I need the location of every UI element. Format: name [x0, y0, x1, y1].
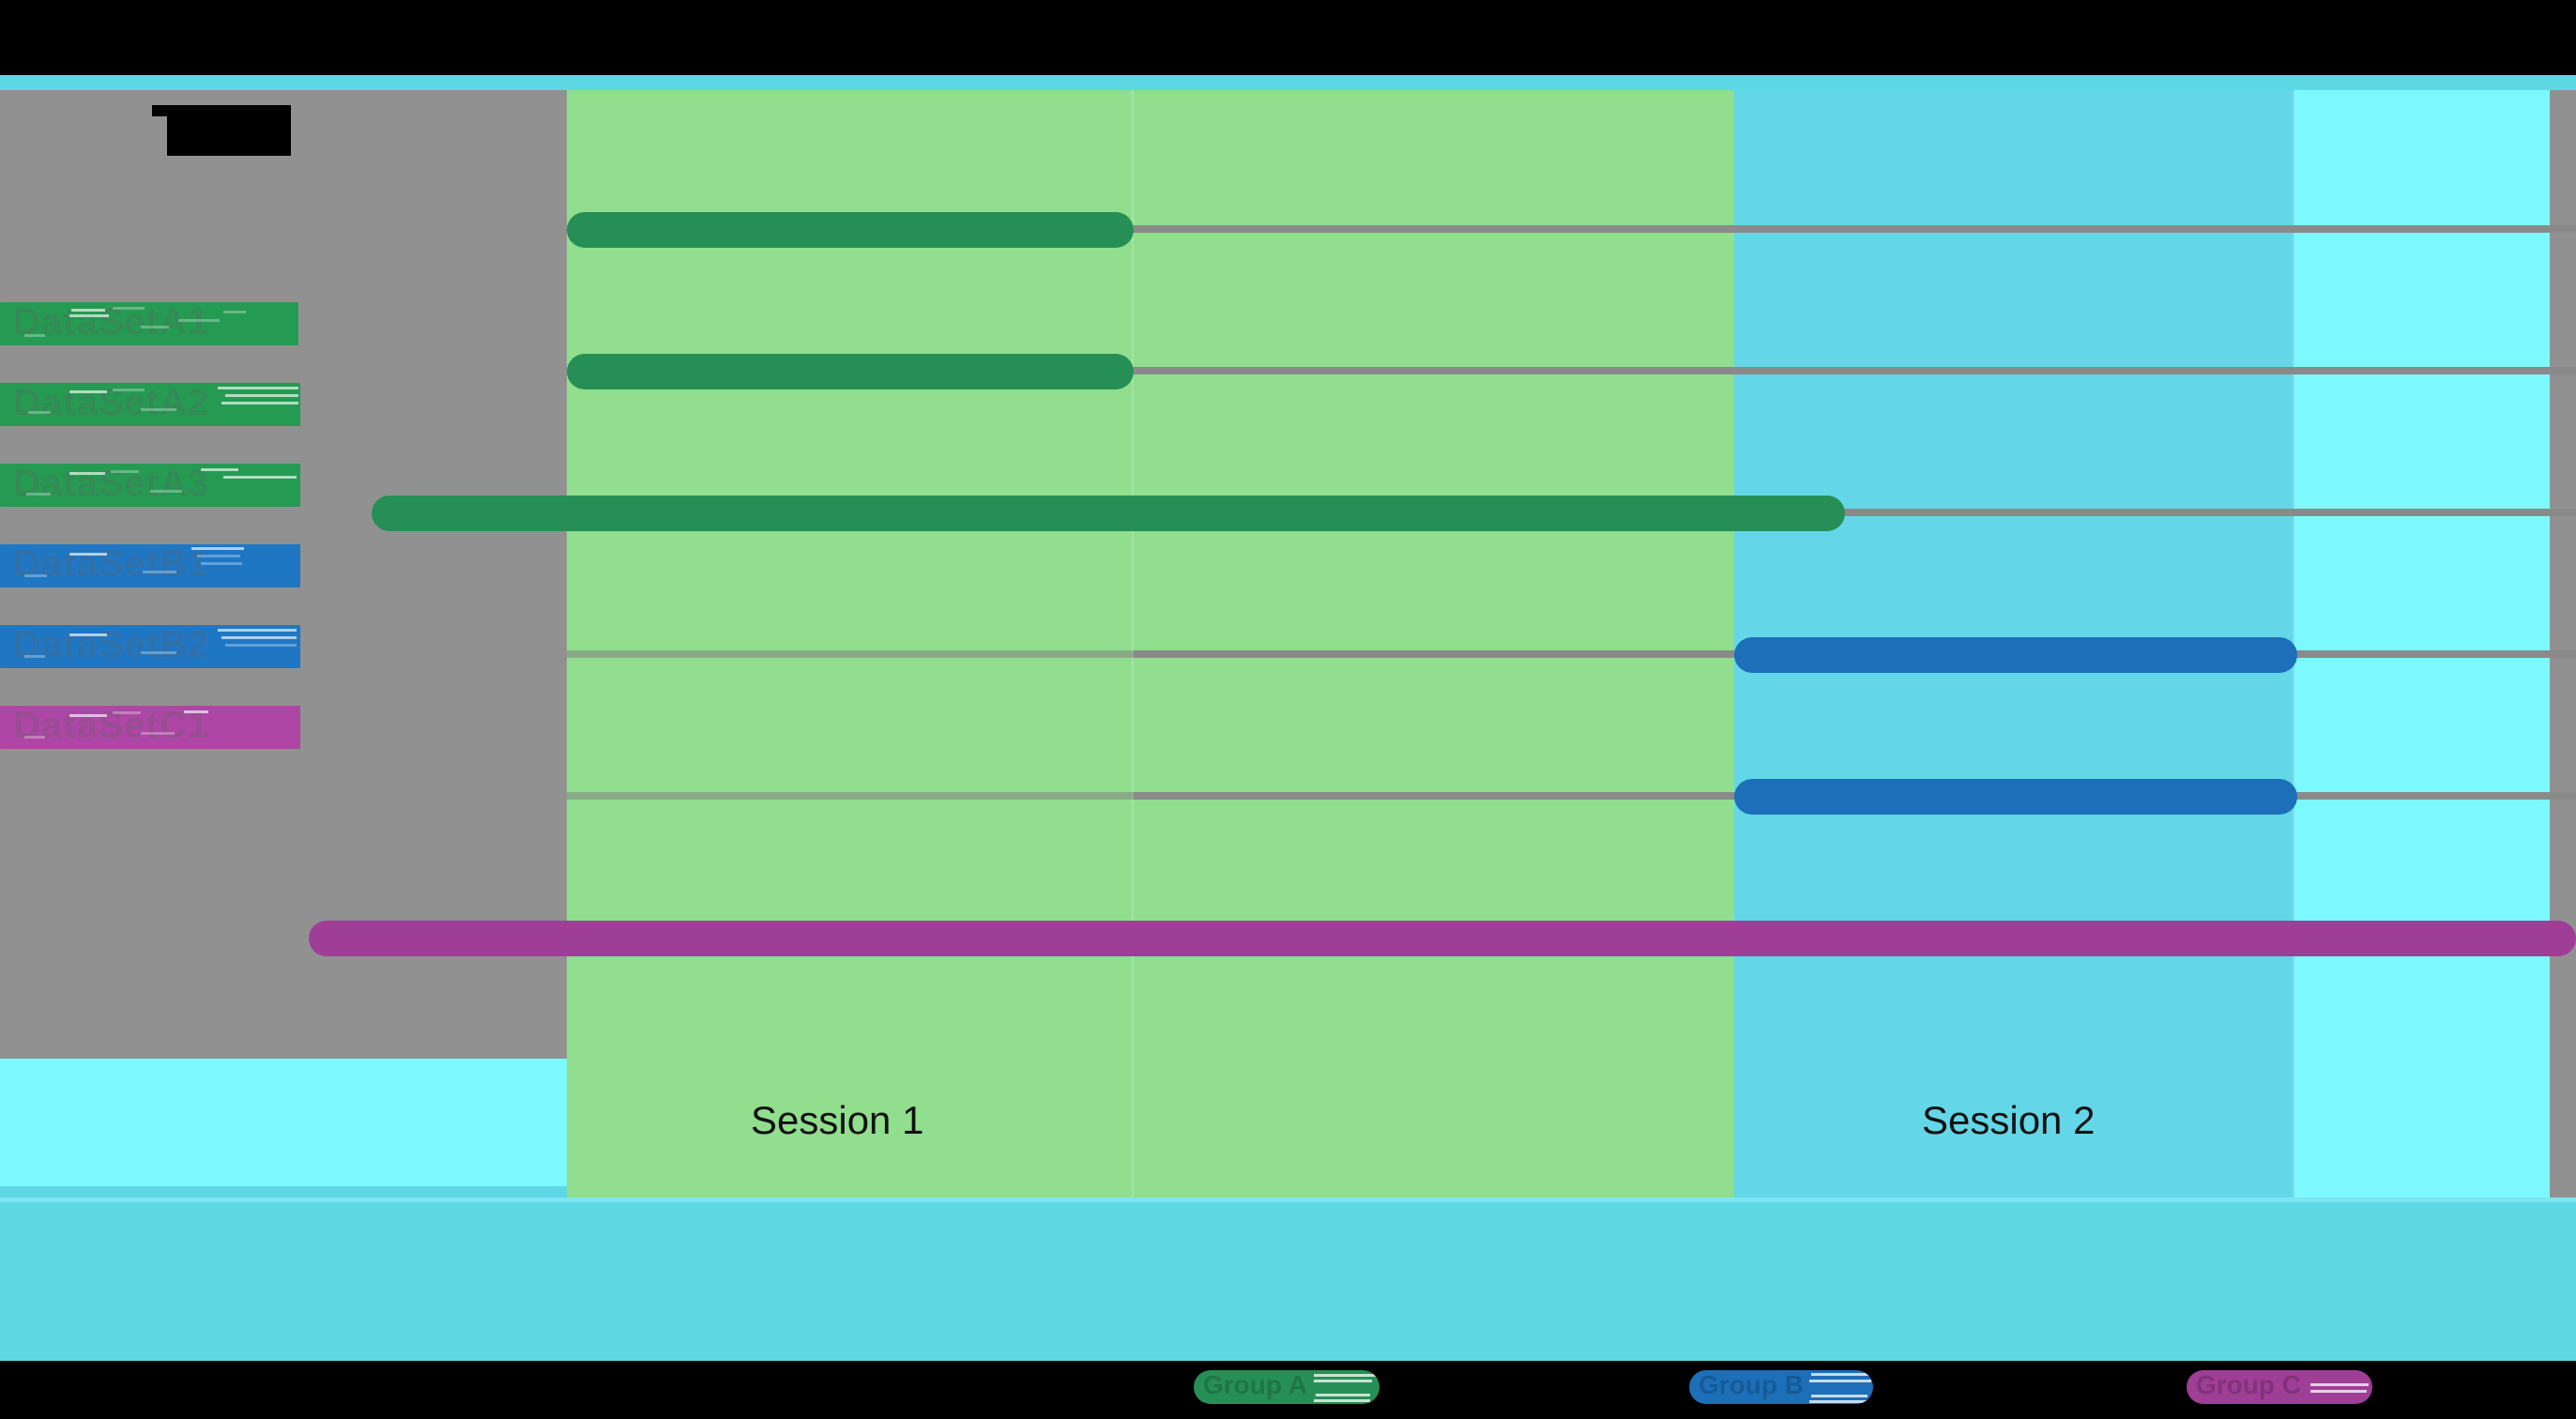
row-label-datasета1[interactable]: DataSetA1: [0, 302, 298, 345]
chart-canvas: DataSetA1 DataSetA2: [0, 90, 2576, 1198]
row-label-text-2: DataSetA3: [13, 464, 210, 504]
legend-item-group-a[interactable]: Group A: [1194, 1370, 1379, 1404]
redaction-noise: [0, 625, 300, 668]
bar-dataseta2[interactable]: [567, 354, 1134, 389]
gridline-row-3-left: [567, 650, 1134, 658]
bar-dataseta1[interactable]: [567, 212, 1134, 248]
session-band-1b: [1134, 90, 1734, 1198]
band-separator-1: [1132, 90, 1134, 1198]
row-label-text-3: DataSetB1: [13, 544, 210, 585]
gridline-row-1-right: [1134, 367, 2576, 374]
top-accent-strip: [0, 75, 2576, 92]
session-2-caption: Session 2: [1922, 1098, 2096, 1142]
row-label-datasetb2[interactable]: DataSetB2: [0, 625, 300, 668]
gridline-row-0-right: [1134, 225, 2576, 233]
session-band-1a: [567, 90, 1134, 1198]
chart-legend: Group A Group B Group C: [0, 1361, 2576, 1419]
axis-footer-hair: [0, 1186, 567, 1198]
bar-datasetc1[interactable]: [309, 921, 2576, 956]
row-label-text-0: DataSetA1: [13, 302, 210, 343]
row-label-text-5: DataSetC1: [13, 706, 210, 746]
axis-footer-fill: [0, 1059, 567, 1198]
row-label-datasetb1[interactable]: DataSetB1: [0, 544, 300, 587]
gridline-row-4-left: [567, 792, 1134, 800]
legend-item-group-b[interactable]: Group B: [1689, 1370, 1873, 1404]
row-label-datasetc1[interactable]: DataSetC1: [0, 706, 300, 749]
row-label-text-1: DataSetA2: [13, 383, 210, 423]
row-label-dataseta3[interactable]: DataSetA3: [0, 464, 300, 507]
legend-label-0: Group A: [1203, 1370, 1307, 1399]
redacted-title-body: [167, 111, 291, 156]
redaction-noise: [0, 464, 300, 507]
redaction-noise: [0, 544, 300, 587]
redaction-noise: [0, 706, 300, 749]
legend-item-group-c[interactable]: Group C: [2187, 1370, 2372, 1404]
bar-datasetb2[interactable]: [1734, 779, 2297, 815]
gridline-row-2-right: [1134, 509, 2576, 516]
redaction-noise: [0, 383, 300, 426]
bar-datasetb1[interactable]: [1734, 637, 2297, 673]
session-band-2b: [2294, 90, 2550, 1198]
legend-label-2: Group C: [2196, 1370, 2301, 1399]
session-1-caption: Session 1: [751, 1098, 924, 1142]
row-label-dataseta2[interactable]: DataSetA2: [0, 383, 300, 426]
redaction-noise: [0, 302, 298, 345]
bottom-panel: [0, 1198, 2576, 1361]
bottom-panel-hairline: [0, 1198, 2576, 1202]
bar-dataseta3[interactable]: [372, 496, 1845, 531]
row-label-text-4: DataSetB2: [13, 625, 210, 665]
legend-label-1: Group B: [1699, 1370, 1804, 1399]
